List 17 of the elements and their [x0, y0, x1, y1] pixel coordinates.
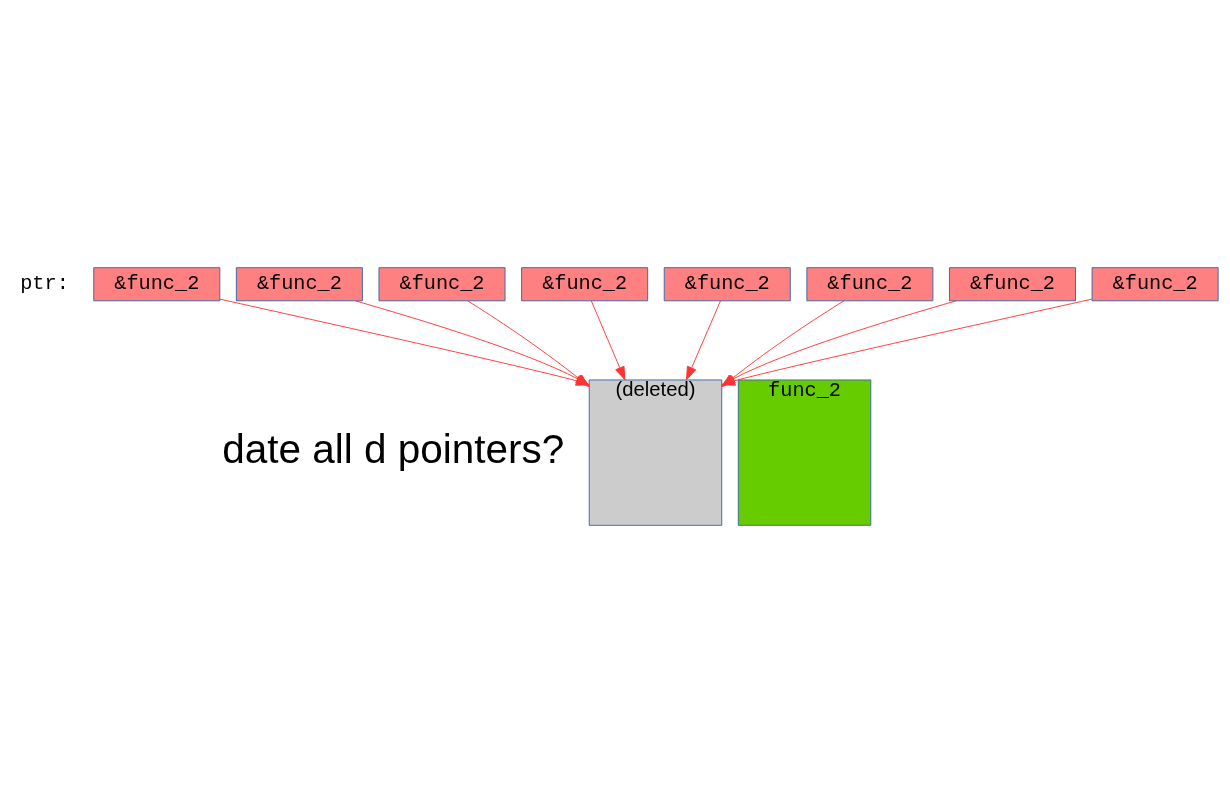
node-box: &func_2: [1091, 267, 1219, 302]
node-box: &func_2: [521, 267, 649, 302]
node-box: func_2: [737, 379, 872, 526]
node-box: (deleted): [588, 379, 723, 526]
node-box: &func_2: [663, 267, 791, 302]
node-box: &func_2: [378, 267, 506, 302]
node-box: &func_2: [806, 267, 934, 302]
arrow: [721, 300, 845, 388]
node-box: &func_2: [93, 267, 221, 302]
arrow: [686, 300, 721, 381]
node-box: &func_2: [235, 267, 363, 302]
arrow: [721, 300, 957, 386]
arrow: [721, 298, 1093, 386]
arrow: [590, 300, 626, 381]
node-box: &func_2: [949, 267, 1076, 302]
label: ptr:: [20, 272, 69, 296]
label: date all d pointers?: [222, 425, 565, 472]
